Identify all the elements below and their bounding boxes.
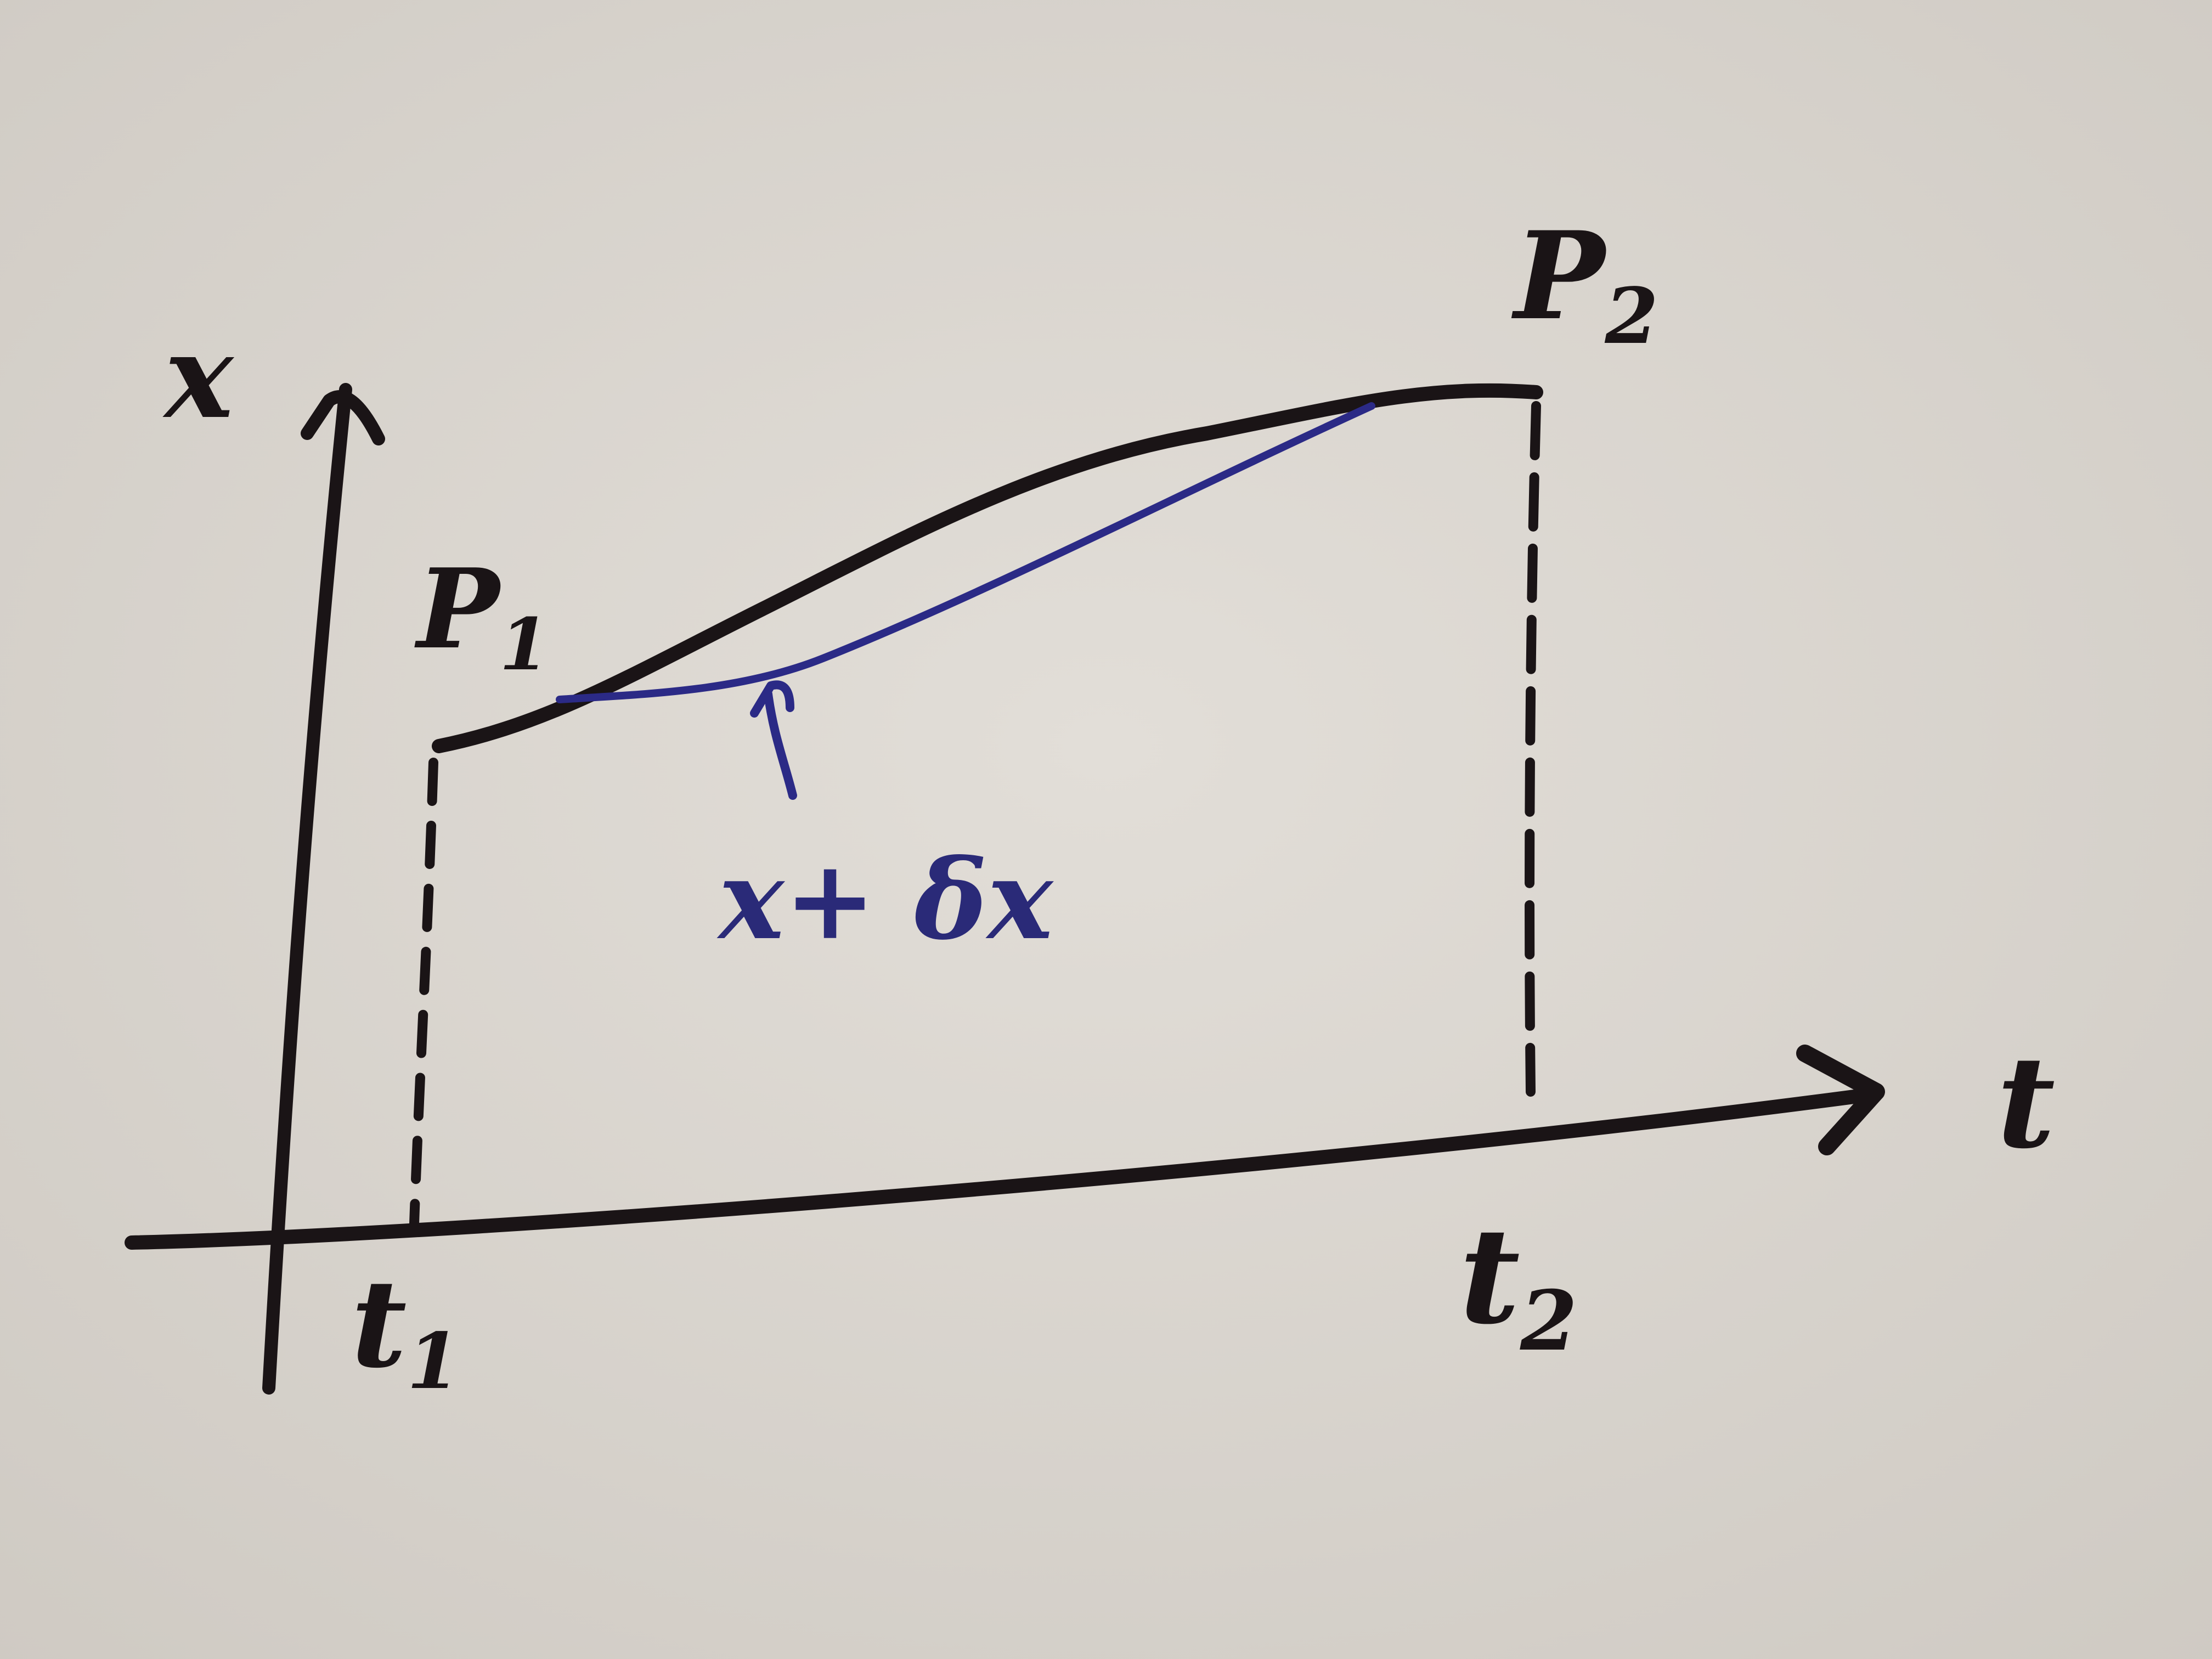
vertical-axis-label: x bbox=[162, 309, 235, 444]
t1-letter: t bbox=[351, 1252, 407, 1395]
t2-tick-label: t2 bbox=[1459, 1199, 1577, 1369]
horizontal-axis-arrowhead bbox=[1796, 1045, 1885, 1155]
varied-path-pointer-arrowhead bbox=[750, 680, 794, 718]
end-point-label: P2 bbox=[1511, 205, 1658, 362]
end-point-subscript: 2 bbox=[1604, 272, 1658, 362]
start-point-letter: P bbox=[414, 545, 503, 674]
t1-subscript: 1 bbox=[407, 1317, 460, 1407]
true-path-curve bbox=[432, 383, 1543, 753]
t2-subscript: 2 bbox=[1520, 1273, 1577, 1369]
end-point-letter: P bbox=[1511, 205, 1608, 347]
start-point-label: P1 bbox=[414, 545, 549, 686]
t1-tick-label: t1 bbox=[351, 1252, 460, 1407]
t2-letter: t bbox=[1459, 1199, 1520, 1353]
horizontal-axis-label: t bbox=[1997, 1029, 2055, 1177]
vertical-axis bbox=[262, 383, 352, 1395]
varied-path-label: x+ δx bbox=[716, 836, 1054, 964]
horizontal-axis bbox=[125, 1087, 1878, 1250]
varied-path-pointer-arrow bbox=[764, 690, 797, 800]
t2-dashed-line bbox=[1525, 401, 1541, 1097]
vertical-axis-arrowhead bbox=[301, 390, 385, 445]
varied-path-curve bbox=[556, 402, 1375, 703]
t1-dashed-line bbox=[409, 758, 438, 1228]
start-point-subscript: 1 bbox=[499, 602, 549, 686]
